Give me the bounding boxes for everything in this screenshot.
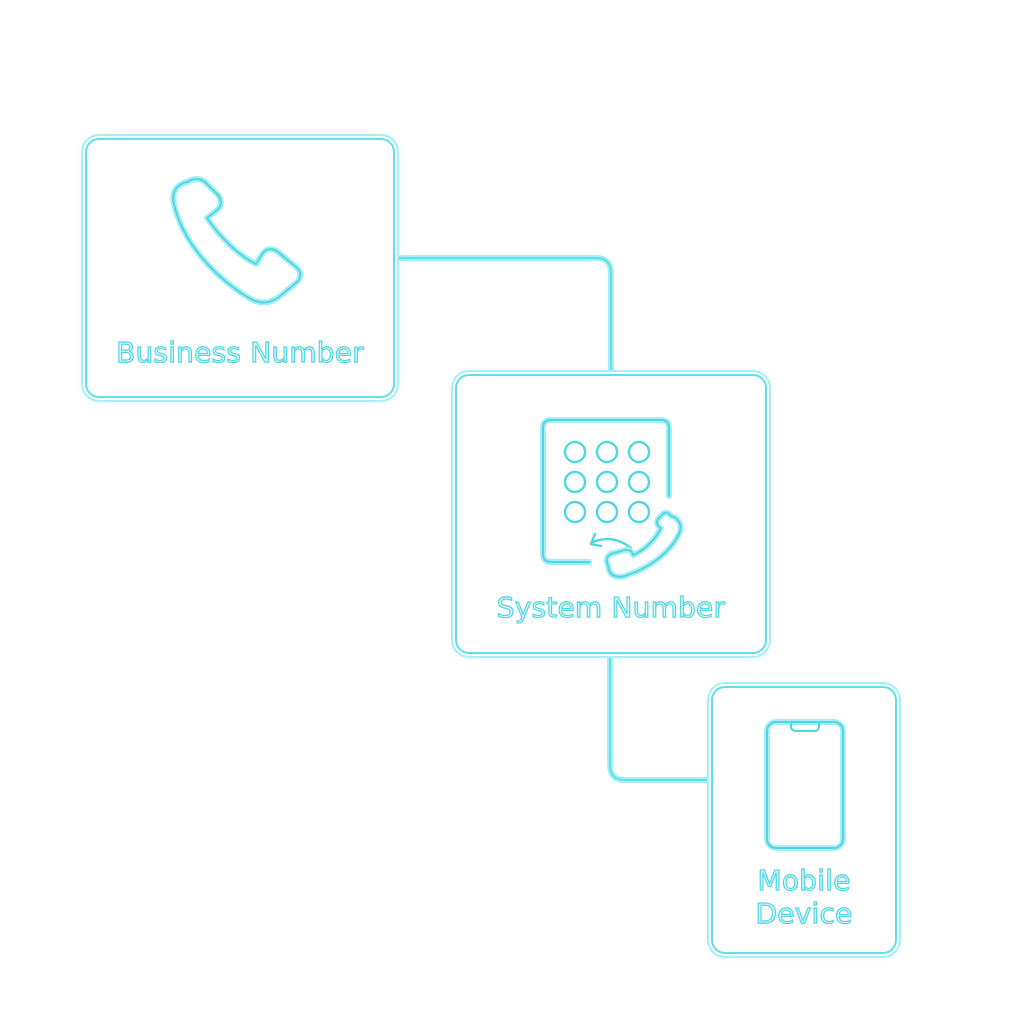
node-mobile-device: Mobile Device — [711, 686, 897, 954]
edge-system-to-mobile — [607, 651, 714, 783]
node-business-number: Business Number — [85, 138, 395, 398]
smartphone-icon — [764, 719, 846, 851]
keypad-call-forward-icon — [540, 417, 684, 580]
phone-handset-icon — [170, 176, 304, 306]
node-system-number: System Number — [455, 374, 767, 654]
node-label: Business Number — [115, 335, 364, 369]
edge-business-to-system — [393, 255, 614, 377]
edge-system-to-mobile-line — [609, 653, 712, 781]
node-label: System Number — [496, 590, 726, 624]
edge-business-to-system-line — [395, 257, 612, 375]
node-label: Mobile Device — [755, 863, 853, 931]
